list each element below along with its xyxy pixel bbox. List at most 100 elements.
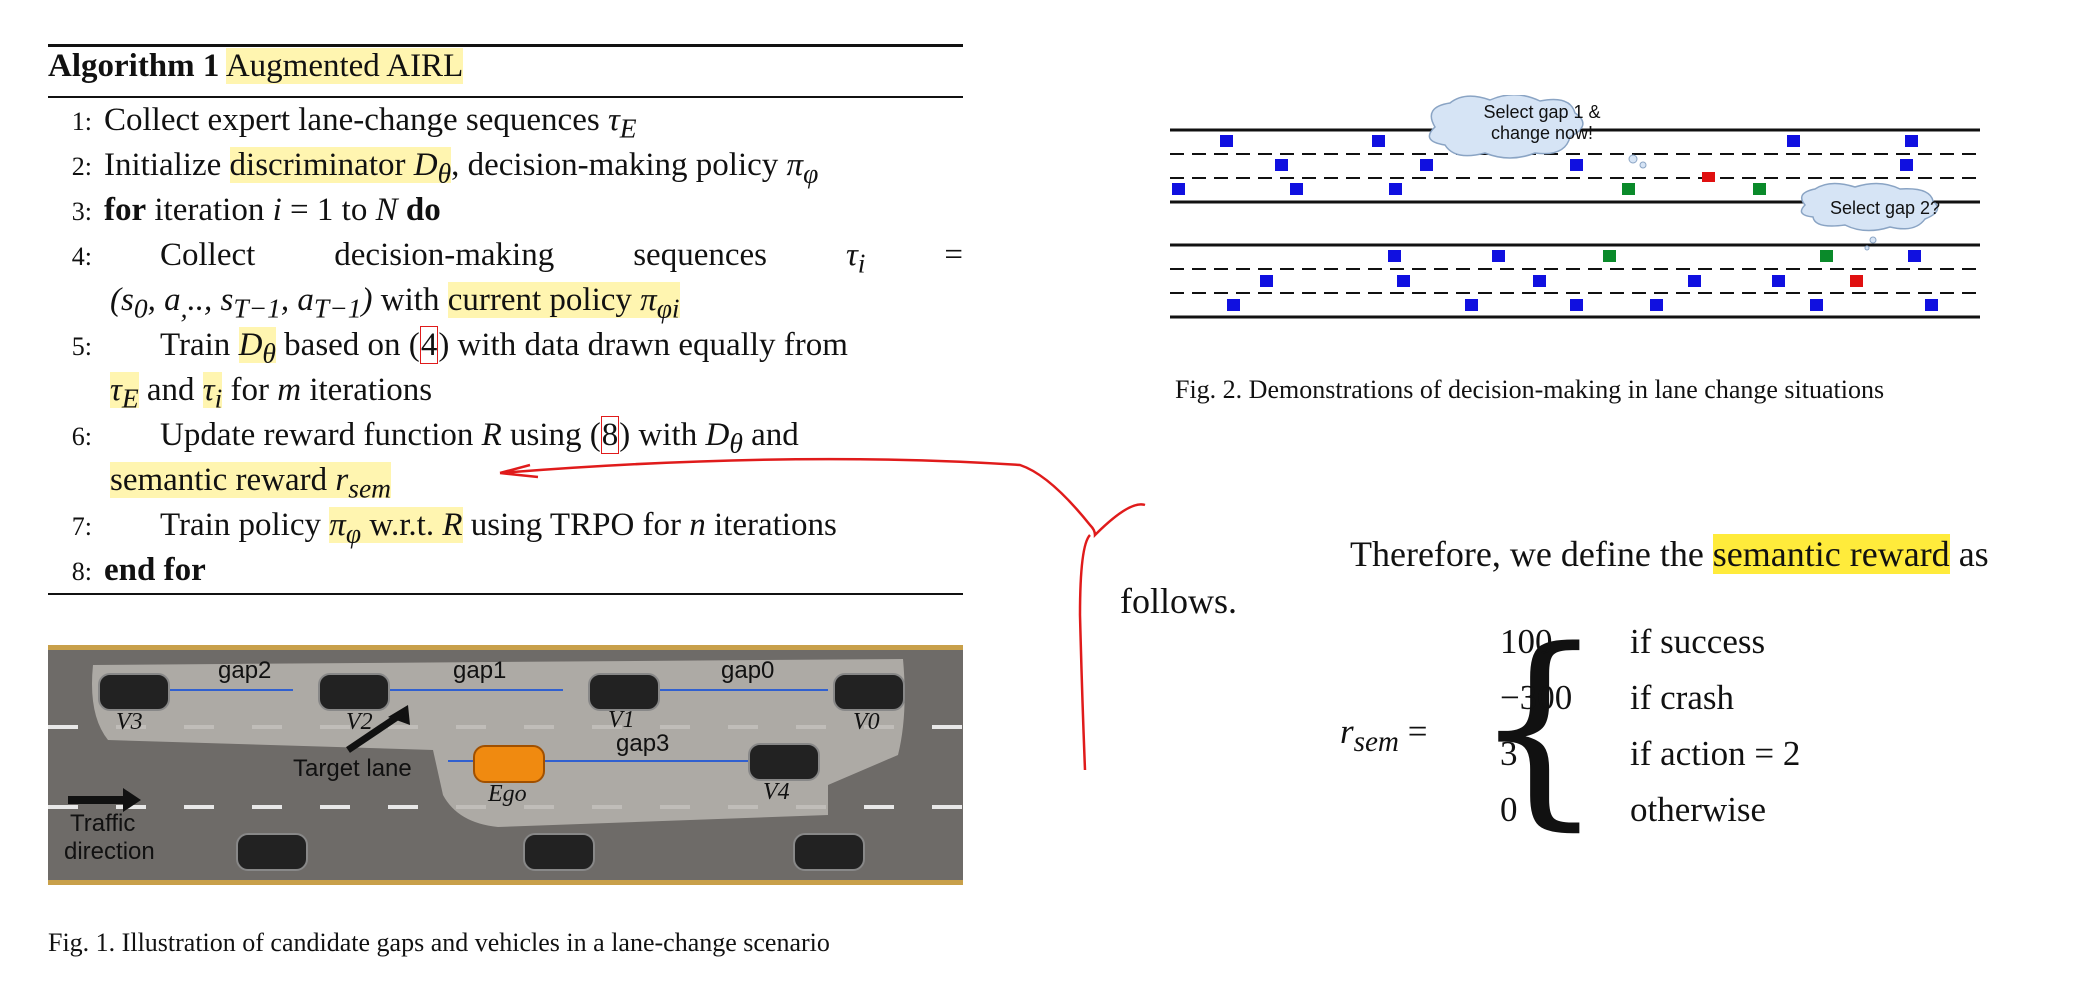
keyword-do: do — [405, 192, 441, 228]
equation-brace: { — [1472, 604, 1606, 849]
algo-step-5: 5:Train Dθ based on (4) with data drawn … — [48, 323, 963, 376]
math-sequence: (s0, a,.., sT−1, aT−1) — [110, 282, 373, 324]
math-tau-i: τi — [845, 237, 866, 279]
road-edge-top — [48, 645, 963, 650]
bubble-text: Select gap 1 & — [1483, 102, 1601, 122]
label-v2: V2 — [346, 709, 373, 735]
step-text: ) with data drawn equally from — [438, 327, 848, 363]
algo-step-6: 6:Update reward function R using (8) wit… — [48, 413, 963, 466]
car-lower-3 — [793, 833, 865, 871]
step-text: , decision-making policy — [451, 147, 779, 183]
highlight-text: semantic reward — [110, 462, 328, 498]
paragraph-text: as — [1958, 534, 1989, 574]
step-text: with — [380, 282, 440, 318]
paragraph-line-1: Therefore, we define the semantic reward… — [1350, 533, 1989, 575]
highlight-text: current policy — [447, 282, 632, 318]
ref-link[interactable]: 8 — [600, 416, 620, 454]
algorithm-label: Algorithm 1 — [48, 48, 220, 84]
step-text: sequences — [633, 237, 767, 273]
fig1-road-illustration: gap2 gap1 gap0 gap3 Target lane Traffic … — [48, 645, 963, 885]
bubble-text: change now! — [1490, 123, 1594, 143]
fig1-caption: Fig. 1. Illustration of candidate gaps a… — [48, 928, 830, 957]
label-v4: V4 — [763, 779, 790, 805]
road-markings — [48, 659, 963, 827]
case-condition: if crash — [1630, 678, 1734, 717]
math-n-small: n — [689, 507, 706, 543]
label-direction: direction — [64, 838, 155, 865]
step-number: 4: — [71, 242, 92, 271]
case-condition: if action = 2 — [1630, 734, 1801, 773]
highlight-current-policy: current policy πφi — [447, 282, 680, 324]
math-i-eq-1: i — [272, 192, 282, 228]
label-gap0: gap0 — [721, 657, 775, 684]
step-number: 3: — [71, 197, 92, 226]
algo-mid-rule — [48, 96, 963, 98]
math-tau-i: τi — [202, 372, 223, 414]
car-lower-2 — [523, 833, 595, 871]
keyword-end-for: end for — [104, 552, 206, 588]
highlight-semantic-reward: semantic reward — [1712, 534, 1950, 574]
label-v0: V0 — [853, 709, 880, 735]
step-number: 6: — [71, 422, 92, 451]
algo-step-1: 1: Collect expert lane-change sequences τ… — [48, 98, 963, 151]
algo-step-3: 3:for iteration i = 1 to N do — [48, 188, 963, 234]
step-text: Collect expert lane-change sequences — [104, 102, 600, 138]
equation-lhs: rsem = — [1340, 712, 1428, 758]
label-ego: Ego — [488, 781, 527, 807]
paragraph-line-2: follows. — [1120, 581, 1237, 621]
label-gap1: gap1 — [453, 657, 507, 684]
fig2-bubble-1: Select gap 1 & change now! — [1452, 102, 1632, 144]
math-pi-phi: πφ — [786, 147, 819, 189]
label-traffic: Traffic — [70, 810, 136, 837]
step-text: using ( — [510, 417, 601, 453]
step-text: based on ( — [284, 327, 420, 363]
car-ego — [473, 745, 545, 783]
highlight-policy: πφ w.r.t. R — [329, 507, 463, 549]
algorithm-name: Augmented AIRL — [225, 48, 464, 84]
step-text: Collect — [160, 237, 256, 273]
step-text: iterations — [309, 372, 433, 408]
label-target-lane: Target lane — [293, 755, 412, 782]
case-row: 100 if success — [1500, 622, 1765, 662]
algo-step-7: 7:Train policy πφ w.r.t. R using TRPO fo… — [48, 503, 963, 556]
algo-step-8: 8:end for — [48, 548, 963, 594]
highlight-discriminator: discriminator Dθ — [229, 147, 452, 189]
step-number: 7: — [71, 512, 92, 541]
ref-link[interactable]: 4 — [419, 326, 439, 364]
step-text: for — [230, 372, 269, 408]
label-v1: V1 — [608, 707, 635, 733]
label-v3: V3 — [116, 709, 143, 735]
step-text: Update reward function — [160, 417, 474, 453]
math-m: m — [277, 372, 302, 408]
case-condition: if success — [1630, 622, 1766, 661]
step-text: iterations — [714, 507, 837, 543]
case-value: −300 — [1500, 678, 1573, 717]
math-tau-e: τE — [110, 372, 139, 414]
step-number: 2: — [71, 152, 92, 181]
step-text: decision-making — [334, 237, 555, 273]
math-d-theta: Dθ — [705, 417, 743, 459]
algo-step-4-cont: (s0, a,.., sT−1, aT−1) with current poli… — [110, 278, 960, 331]
label-gap3: gap3 — [616, 730, 670, 757]
case-value: 100 — [1500, 622, 1553, 661]
step-text: Train — [160, 327, 231, 363]
case-value: 3 — [1500, 734, 1518, 773]
math-r: R — [481, 417, 502, 453]
fig2-lane-diagram — [1170, 95, 1980, 319]
math-tau-e: τE — [607, 102, 637, 144]
step-text: Train policy — [160, 507, 322, 543]
algorithm-title: Algorithm 1 Augmented AIRL — [48, 48, 464, 85]
car-v3 — [98, 673, 170, 711]
case-condition: otherwise — [1630, 790, 1767, 829]
algo-step-6-cont: semantic reward rsem — [110, 458, 960, 511]
car-v1 — [588, 673, 660, 711]
paragraph-text: Therefore, we define the — [1350, 534, 1704, 574]
step-number: 5: — [71, 332, 92, 361]
step-number: 1: — [71, 107, 92, 136]
road-edge-bottom — [48, 880, 963, 885]
label-gap2: gap2 — [218, 657, 272, 684]
algo-step-2: 2:Initialize discriminator Dθ, decision-… — [48, 143, 963, 196]
case-row: −300 if crash — [1500, 678, 1734, 718]
algo-step-5-cont: τE and τi for m iterations — [110, 368, 960, 421]
